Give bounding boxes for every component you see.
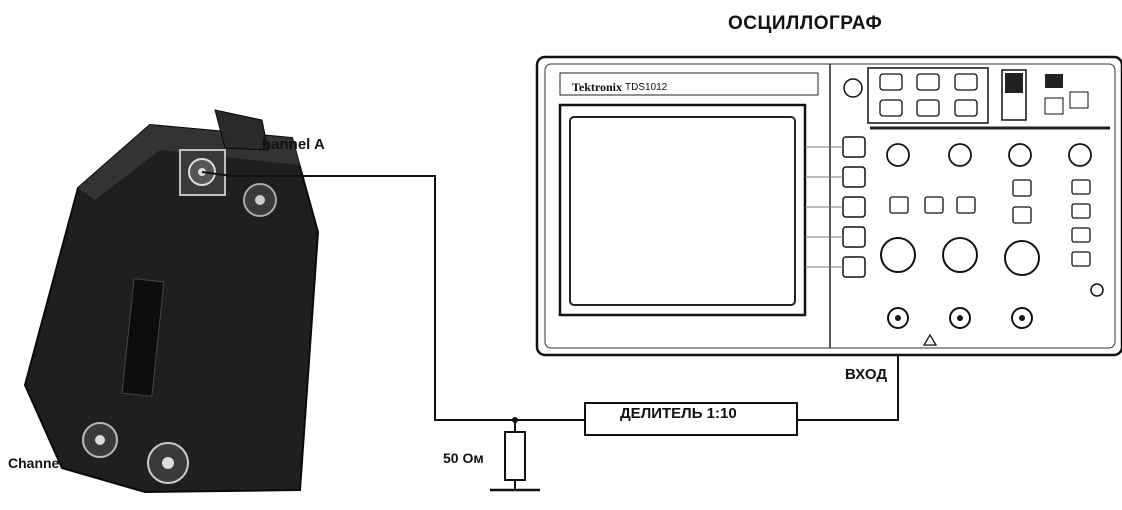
- channel-a-label: hannel A: [262, 136, 325, 153]
- device-under-test: [23, 109, 320, 494]
- resistor-50-ohm: [504, 431, 526, 481]
- divider-label: ДЕЛИТЕЛЬ 1:10: [620, 405, 737, 422]
- oscilloscope-screen: [558, 103, 807, 317]
- input-label: ВХОД: [845, 366, 888, 383]
- channel-a-connector: [179, 149, 226, 196]
- junction-dot: [512, 417, 518, 423]
- signal-cable: [201, 171, 585, 421]
- oscilloscope: [535, 55, 1122, 357]
- oscilloscope-brand: Tektronix: [572, 80, 623, 94]
- oscilloscope-model: TDS1012: [625, 82, 668, 93]
- resistor-label: 50 Ом: [443, 450, 484, 466]
- channel-b-label: Channe: [8, 455, 60, 471]
- screen-menu-buttons: [842, 136, 866, 278]
- oscilloscope-title: ОСЦИЛЛОГРАФ: [728, 13, 883, 34]
- divider-box: [584, 402, 798, 436]
